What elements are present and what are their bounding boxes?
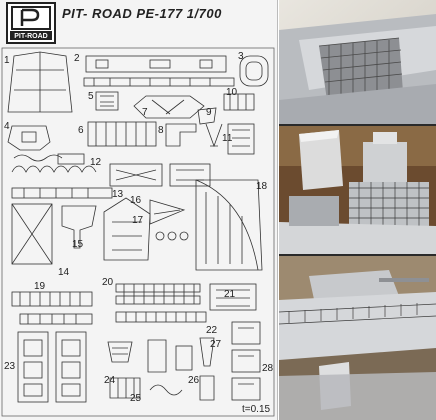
- part-number: 13: [112, 189, 124, 200]
- part-number: 19: [34, 281, 46, 292]
- part-number: 18: [256, 181, 268, 192]
- sheet-thickness-label: t=0.15: [242, 404, 271, 415]
- part-number: 1: [4, 55, 10, 66]
- part-number: 22: [206, 325, 218, 336]
- part-number: 2: [74, 53, 80, 64]
- logo-mark-icon: PIT-ROAD: [10, 6, 52, 40]
- part-number: 5: [88, 91, 94, 102]
- part-number: 6: [78, 125, 84, 136]
- part-number: 8: [158, 125, 164, 136]
- part-number: 15: [72, 239, 84, 250]
- part-number: 16: [130, 195, 142, 206]
- part-number: 7: [142, 107, 148, 118]
- part-number: 24: [104, 375, 116, 386]
- part-number: 12: [90, 157, 102, 168]
- part-number: 20: [102, 277, 114, 288]
- part-number: 4: [4, 121, 10, 132]
- etched-parts-artwork: [1, 47, 275, 417]
- svg-text:PIT-ROAD: PIT-ROAD: [14, 33, 47, 40]
- model-photo-column: [279, 0, 436, 420]
- photo-etch-sheet: PIT-ROAD PIT- ROAD PE-177 1/700 1 2 3 4 …: [0, 0, 278, 420]
- part-number: 25: [130, 393, 142, 404]
- part-number: 9: [206, 107, 212, 118]
- ship-deck-railings-photo: [279, 0, 436, 124]
- part-number: 11: [222, 133, 233, 144]
- pit-road-logo: PIT-ROAD: [6, 2, 56, 44]
- ship-funnel-superstructure-photo: [279, 126, 436, 254]
- part-number: 23: [4, 361, 16, 372]
- part-number: 3: [238, 51, 244, 62]
- part-number: 28: [262, 363, 274, 374]
- part-number: 27: [210, 339, 222, 350]
- part-number: 17: [132, 215, 144, 226]
- part-number: 14: [58, 267, 70, 278]
- part-number: 21: [224, 289, 236, 300]
- sheet-title: PIT- ROAD PE-177 1/700: [62, 6, 222, 21]
- part-number: 26: [188, 375, 200, 386]
- part-number: 10: [226, 87, 238, 98]
- ship-turret-railings-photo: [279, 256, 436, 420]
